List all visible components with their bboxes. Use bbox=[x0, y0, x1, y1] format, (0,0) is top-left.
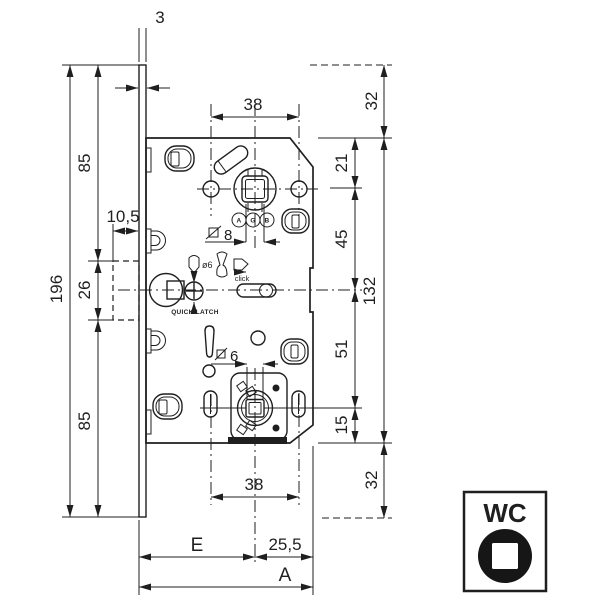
fixing-hole-right bbox=[290, 180, 308, 198]
dim-bottom-32: 32 bbox=[322, 443, 392, 519]
spring-hooks bbox=[151, 230, 166, 351]
dim-E: E bbox=[138, 520, 256, 595]
dim-top-32: 32 bbox=[310, 64, 392, 139]
quick-latch-screw: QUICK LATCH bbox=[171, 281, 219, 316]
dim-38-top-label: 38 bbox=[244, 95, 263, 114]
teardrop-slot bbox=[204, 325, 215, 358]
fixing-hole-left bbox=[202, 180, 220, 198]
dim-bottom-38: 38 bbox=[210, 475, 299, 501]
dim-top-38: 38 bbox=[210, 95, 299, 121]
latch-spring-cylinder bbox=[213, 145, 249, 175]
screw-tunnel-right-upper bbox=[281, 208, 310, 234]
dim-132: 132 bbox=[318, 137, 392, 444]
click-label: click bbox=[235, 274, 250, 283]
plug-pin: ø6 bbox=[188, 255, 213, 283]
dim-25-5-label: 25,5 bbox=[268, 535, 301, 554]
dim-plate-thickness: 3 bbox=[115, 8, 170, 92]
handle-follower bbox=[233, 167, 277, 212]
dim-E-label: E bbox=[191, 535, 204, 556]
faceplate-tabs bbox=[145, 147, 152, 435]
wc-badge-square bbox=[492, 543, 518, 569]
dim-26: 26 bbox=[75, 260, 113, 321]
small-hole-center bbox=[250, 330, 266, 346]
dim-45: 45 bbox=[332, 187, 359, 290]
brand-letter-g: G bbox=[250, 218, 255, 225]
housing-base-bar bbox=[228, 437, 287, 444]
strike-recess-dashed bbox=[112, 260, 140, 321]
brand-stamp-agb: A G B bbox=[231, 212, 275, 228]
dim-10-5: 10,5 bbox=[106, 207, 140, 262]
dim-25-5: 25,5 bbox=[255, 446, 314, 595]
dim-A-label: A bbox=[279, 565, 292, 586]
brand-letter-a: A bbox=[237, 218, 242, 225]
screw-tunnel-right-lower bbox=[280, 338, 309, 365]
dim-A: A bbox=[138, 565, 313, 591]
dim-85-bottom-label: 85 bbox=[75, 412, 94, 431]
click-indicator: click bbox=[233, 258, 250, 283]
fixing-slot-bottom-left bbox=[203, 390, 218, 418]
dim-15: 15 bbox=[332, 408, 359, 443]
dia6-label: ø6 bbox=[202, 260, 213, 270]
dim-21: 21 bbox=[330, 137, 362, 189]
center-lines bbox=[118, 104, 362, 565]
dim-85-top: 85 bbox=[75, 65, 102, 261]
faceplate bbox=[138, 64, 147, 518]
square8-label: 8 bbox=[224, 227, 232, 244]
wc-badge: WC bbox=[462, 490, 548, 593]
dim-26-label: 26 bbox=[75, 281, 94, 300]
latch-bolt bbox=[148, 272, 185, 308]
wc-follower bbox=[200, 389, 362, 427]
dim-51-label: 51 bbox=[332, 340, 351, 359]
wc-follower-housing bbox=[228, 372, 288, 444]
square6-label: 6 bbox=[230, 348, 238, 365]
fixing-slot-bottom-right bbox=[291, 390, 306, 418]
dim-51: 51 bbox=[332, 290, 359, 408]
dim-3-label: 3 bbox=[155, 8, 164, 27]
dim-196-label: 196 bbox=[47, 275, 66, 303]
screw-tunnel-top-left bbox=[164, 145, 195, 172]
dim-196: 196 bbox=[47, 64, 139, 518]
dim-132-label: 132 bbox=[360, 277, 379, 305]
brand-letter-b: B bbox=[265, 218, 270, 225]
dim-32-top-label: 32 bbox=[362, 92, 381, 111]
adjuster-slot bbox=[236, 283, 277, 298]
dim-15-label: 15 bbox=[332, 416, 351, 435]
dim-10-5-label: 10,5 bbox=[106, 207, 139, 226]
dim-square-8: 8 bbox=[205, 204, 280, 246]
dim-21-label: 21 bbox=[332, 154, 351, 173]
dim-38-bottom-label: 38 bbox=[245, 475, 264, 494]
dim-85-top-label: 85 bbox=[75, 154, 94, 173]
dim-85-bottom: 85 bbox=[75, 320, 102, 517]
dim-32-bottom-label: 32 bbox=[362, 471, 381, 490]
cam-part bbox=[216, 251, 228, 278]
small-hole-left bbox=[202, 364, 216, 378]
dim-45-label: 45 bbox=[332, 230, 351, 249]
screw-tunnel-bottom-left bbox=[152, 393, 183, 420]
wc-badge-title: WC bbox=[483, 498, 527, 528]
quick-latch-label: QUICK LATCH bbox=[171, 309, 219, 316]
